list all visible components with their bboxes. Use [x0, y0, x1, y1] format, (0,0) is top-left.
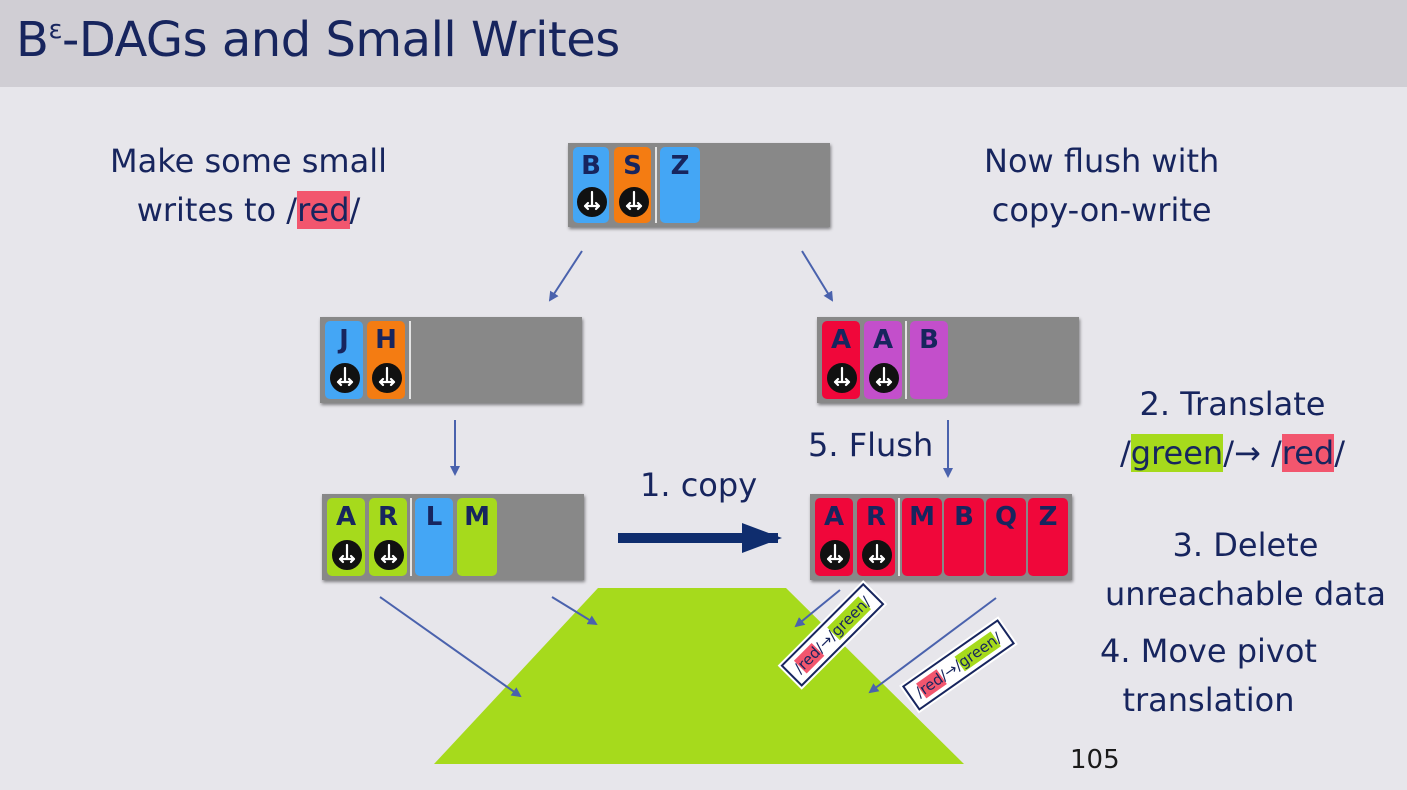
edge-root-right	[801, 250, 834, 302]
root-cell-3: Z	[660, 147, 700, 223]
subtree-trapezoid	[434, 588, 964, 764]
arrow-pointer-icon	[370, 361, 404, 395]
left-leaf-cell-3: L	[415, 498, 453, 576]
right-leaf-cell-5: Q	[986, 498, 1026, 576]
step-move: 4. Move pivot translation	[1100, 627, 1317, 725]
right-leaf-cell-3: M	[902, 498, 942, 576]
note-right-line1: Now flush with	[984, 142, 1220, 180]
page-number: 105	[1070, 745, 1120, 775]
left-mid-cell-2: H	[367, 321, 405, 399]
step-move-line1: 4. Move pivot	[1100, 632, 1317, 670]
note-left-suffix: /	[349, 191, 361, 229]
title-main: B	[16, 12, 49, 68]
root-cell-1: B	[573, 147, 609, 223]
root-cell-2-key: S	[623, 151, 642, 181]
right-leaf-cell-4: B	[944, 498, 984, 576]
step-delete-line2: unreachable data	[1105, 575, 1386, 613]
translate-mid: /→ /	[1223, 434, 1282, 472]
arrow-pointer-icon	[825, 361, 859, 395]
edge-leftleaf-subtree-1	[379, 596, 522, 698]
note-left-prefix: writes to /	[136, 191, 298, 229]
right-mid-cell-2: A	[864, 321, 902, 399]
left-leaf-cell-1-key: A	[335, 502, 357, 532]
left-leaf-cell-3-key: L	[425, 502, 443, 532]
translate-slash-1: /	[1120, 434, 1131, 472]
step-delete: 3. Delete unreachable data	[1105, 521, 1386, 619]
right-leaf-cell-1: A	[815, 498, 853, 576]
note-left-highlight: red	[297, 191, 350, 229]
right-mid-cell-2-key: A	[872, 325, 894, 355]
arrow-pointer-icon	[867, 361, 901, 395]
translate-to: red	[1281, 434, 1335, 472]
right-leaf-cell-6-key: Z	[1038, 502, 1058, 532]
right-mid-node: A A B	[817, 317, 1079, 403]
translate-from: green	[1130, 434, 1224, 472]
left-leaf-cell-2-key: R	[377, 502, 399, 532]
left-mid-separator	[409, 321, 411, 399]
right-mid-cell-1-key: A	[830, 325, 852, 355]
right-leaf-cell-1-key: A	[823, 502, 845, 532]
arrow-pointer-icon	[616, 185, 651, 219]
step-copy-label: 1. copy	[640, 466, 758, 504]
edge-root-left	[548, 250, 583, 302]
arrow-pointer-icon	[860, 538, 894, 572]
arrow-pointer-icon	[818, 538, 852, 572]
title-rest: -DAGs and Small Writes	[62, 12, 620, 68]
root-cell-2: S	[614, 147, 651, 223]
step-delete-line1: 3. Delete	[1172, 526, 1319, 564]
right-leaf-cell-3-key: M	[909, 502, 935, 532]
step-flush-label: 5. Flush	[808, 426, 934, 464]
right-leaf-cell-5-key: Q	[994, 502, 1018, 532]
arrow-pointer-icon	[575, 185, 609, 219]
root-cell-1-key: B	[581, 151, 601, 181]
right-mid-cell-1: A	[822, 321, 860, 399]
edge-rightleaf-subtree-1	[794, 589, 841, 628]
left-mid-cell-2-key: H	[375, 325, 397, 355]
note-right: Now flush with copy-on-write	[984, 137, 1219, 235]
left-leaf-cell-1: A	[327, 498, 365, 576]
left-leaf-cell-4: M	[457, 498, 497, 576]
left-mid-node: J H	[320, 317, 582, 403]
left-leaf-cell-4-key: M	[464, 502, 490, 532]
left-mid-cell-1: J	[325, 321, 363, 399]
title-superscript: ε	[48, 15, 62, 45]
right-leaf-cell-2-key: R	[865, 502, 887, 532]
arrow-pointer-icon	[372, 538, 406, 572]
note-right-line2: copy-on-write	[991, 191, 1212, 229]
translate-slash-2: /	[1334, 434, 1345, 472]
left-leaf-node: A R L M	[322, 494, 584, 580]
right-leaf-cell-6: Z	[1028, 498, 1068, 576]
edge-rightleaf-subtree-2	[868, 597, 997, 694]
right-mid-cell-3-key: B	[919, 325, 939, 355]
right-mid-cell-3: B	[910, 321, 948, 399]
note-left: Make some small writes to /red/	[110, 137, 387, 235]
root-separator	[655, 147, 657, 223]
step-translate: 2. Translate /green/→ /red/	[1120, 380, 1345, 478]
slide-title: Bε-DAGs and Small Writes	[16, 12, 620, 68]
right-leaf-cell-4-key: B	[954, 502, 974, 532]
arrow-pointer-icon	[328, 361, 362, 395]
left-leaf-separator	[410, 498, 412, 576]
right-leaf-node: A R M B Q Z	[810, 494, 1072, 580]
step-translate-line2: /green/→ /red/	[1120, 429, 1345, 478]
root-cell-3-key: Z	[670, 151, 690, 181]
step-translate-line1: 2. Translate	[1139, 385, 1326, 423]
edge-leftleaf-subtree-2	[551, 596, 598, 626]
title-bar: Bε-DAGs and Small Writes	[0, 0, 1407, 87]
step-move-line2: translation	[1122, 681, 1295, 719]
root-node: B S Z	[568, 143, 830, 227]
right-mid-separator	[905, 321, 907, 399]
right-leaf-separator	[898, 498, 900, 576]
note-left-line1: Make some small	[110, 142, 387, 180]
left-leaf-cell-2: R	[369, 498, 407, 576]
arrow-pointer-icon	[330, 538, 364, 572]
right-leaf-cell-2: R	[857, 498, 895, 576]
left-mid-cell-1-key: J	[339, 325, 349, 355]
note-left-line2: writes to /red/	[110, 186, 387, 235]
